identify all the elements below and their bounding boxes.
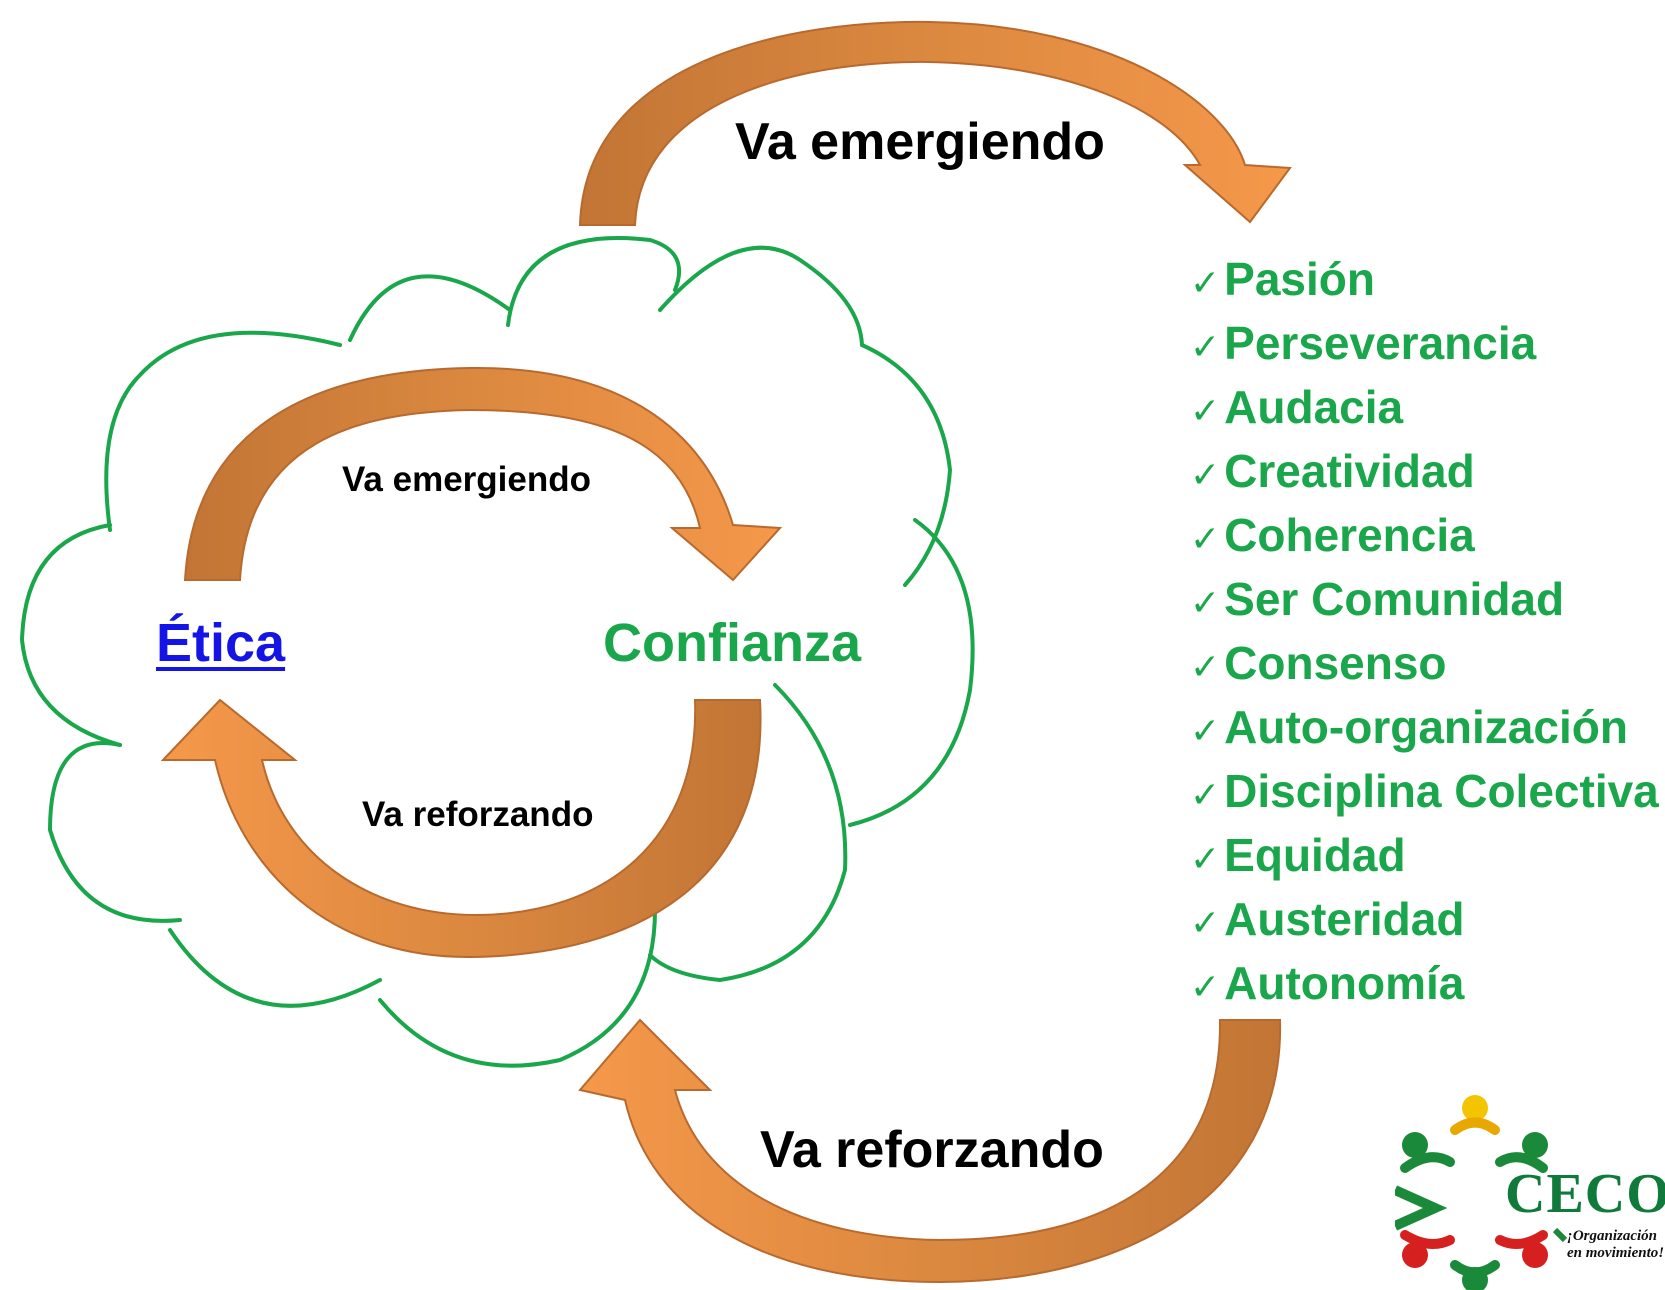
value-item: ✓Coherencia: [1190, 509, 1475, 561]
check-icon: ✓: [1190, 711, 1221, 752]
value-item: ✓Auto-organización: [1190, 701, 1628, 753]
inner-top-arrow: [183, 366, 783, 582]
value-item: ✓Consenso: [1190, 637, 1447, 689]
cecosesola-logo: CECOSESOLA ¡Organización en movimiento!: [1395, 1090, 1665, 1290]
check-icon: ✓: [1190, 839, 1221, 880]
check-icon: ✓: [1190, 903, 1221, 944]
value-item: ✓Equidad: [1190, 829, 1406, 881]
confianza-label: Confianza: [603, 613, 862, 673]
logo-tagline: ¡Organización en movimiento!: [1567, 1228, 1665, 1261]
check-icon: ✓: [1190, 583, 1221, 624]
check-icon: ✓: [1190, 967, 1221, 1008]
check-icon: ✓: [1190, 647, 1221, 688]
value-item: ✓Pasión: [1190, 253, 1375, 305]
value-item: ✓Audacia: [1190, 381, 1404, 433]
etica-link[interactable]: Ética: [156, 613, 286, 673]
values-list: ✓Pasión ✓Perseverancia ✓Audacia ✓Creativ…: [1190, 247, 1659, 1015]
check-icon: ✓: [1190, 391, 1221, 432]
outer-top-arrow: [578, 20, 1292, 226]
inner-bottom-arrow: [160, 698, 762, 959]
outer-top-label: Va emergiendo: [735, 113, 1105, 171]
check-icon: ✓: [1190, 263, 1221, 304]
people-circle-icon: [1395, 1095, 1568, 1290]
value-item: ✓Perseverancia: [1190, 317, 1537, 369]
outer-bottom-arrow: [578, 1018, 1282, 1284]
logo-wordmark: CECOSESOLA: [1505, 1163, 1665, 1225]
value-item: ✓Austeridad: [1190, 893, 1465, 945]
outer-bottom-label: Va reforzando: [760, 1121, 1104, 1179]
check-icon: ✓: [1190, 519, 1221, 560]
value-item: ✓Autonomía: [1190, 957, 1465, 1009]
check-icon: ✓: [1190, 327, 1221, 368]
inner-bottom-label: Va reforzando: [362, 795, 594, 834]
value-item: ✓Creatividad: [1190, 445, 1475, 497]
cloud-outline: [19, 236, 975, 1068]
check-icon: ✓: [1190, 775, 1221, 816]
value-item: ✓Disciplina Colectiva: [1190, 765, 1659, 817]
value-item: ✓Ser Comunidad: [1190, 573, 1565, 625]
inner-top-label: Va emergiendo: [342, 460, 591, 499]
check-icon: ✓: [1190, 455, 1221, 496]
